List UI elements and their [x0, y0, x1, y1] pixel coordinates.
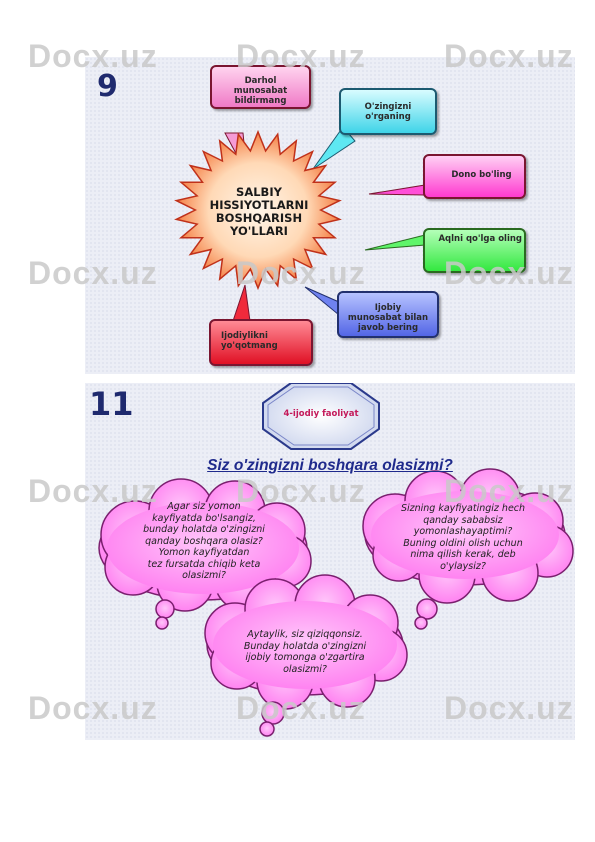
- cloud-right: [362, 468, 574, 630]
- callout-darhol: Darhol munosabat bildirmang: [210, 65, 311, 109]
- cloud-bottom-text: Aytaylik, siz qiziqqonsiz. Bunday holatd…: [243, 629, 367, 675]
- slide-number: 11: [89, 385, 134, 423]
- slide-9: 9 SALBIY HISSIYOTLARNI BOSHQARISH YO'LLA…: [85, 57, 575, 374]
- slide-graphics: [98, 383, 574, 737]
- cloud-left: [98, 478, 312, 630]
- callout-tail: [304, 286, 340, 317]
- callout-tail: [364, 234, 426, 251]
- badge-label: 4-ijodiy faoliyat: [283, 409, 359, 419]
- starburst: [174, 129, 342, 291]
- callout-ijobiy: Ijobiy munosabat bilan javob bering: [337, 291, 439, 338]
- slide-number: 9: [97, 69, 118, 104]
- diagram-graphics: [174, 126, 426, 322]
- badge-shape-inner: [267, 386, 375, 446]
- cloud-right-text: Sizning kayfiyatingiz hech qanday sababs…: [400, 503, 526, 572]
- center-title: SALBIY HISSIYOTLARNI BOSHQARISH YO'LLARI: [209, 185, 309, 238]
- callout-ijodiylikni: Ijodiylikni yo'qotmang: [209, 319, 313, 366]
- callout-tail: [368, 184, 426, 196]
- callout-ozingizni: O'zingizni o'rganing: [339, 88, 437, 135]
- slide-title: Siz o'zingizni boshqara olasizmi?: [207, 457, 453, 474]
- callout-tail: [232, 284, 251, 322]
- cloud-left-text: Agar siz yomon kayfiyatda bo'lsangiz, bu…: [143, 501, 265, 581]
- callout-dono: Dono bo'ling: [423, 154, 526, 199]
- badge-shape: [262, 383, 380, 450]
- cloud-bottom: [204, 574, 408, 737]
- slide-11: 11: [85, 383, 575, 740]
- callout-aqlni: Aqlni qo'lga oling: [423, 228, 526, 273]
